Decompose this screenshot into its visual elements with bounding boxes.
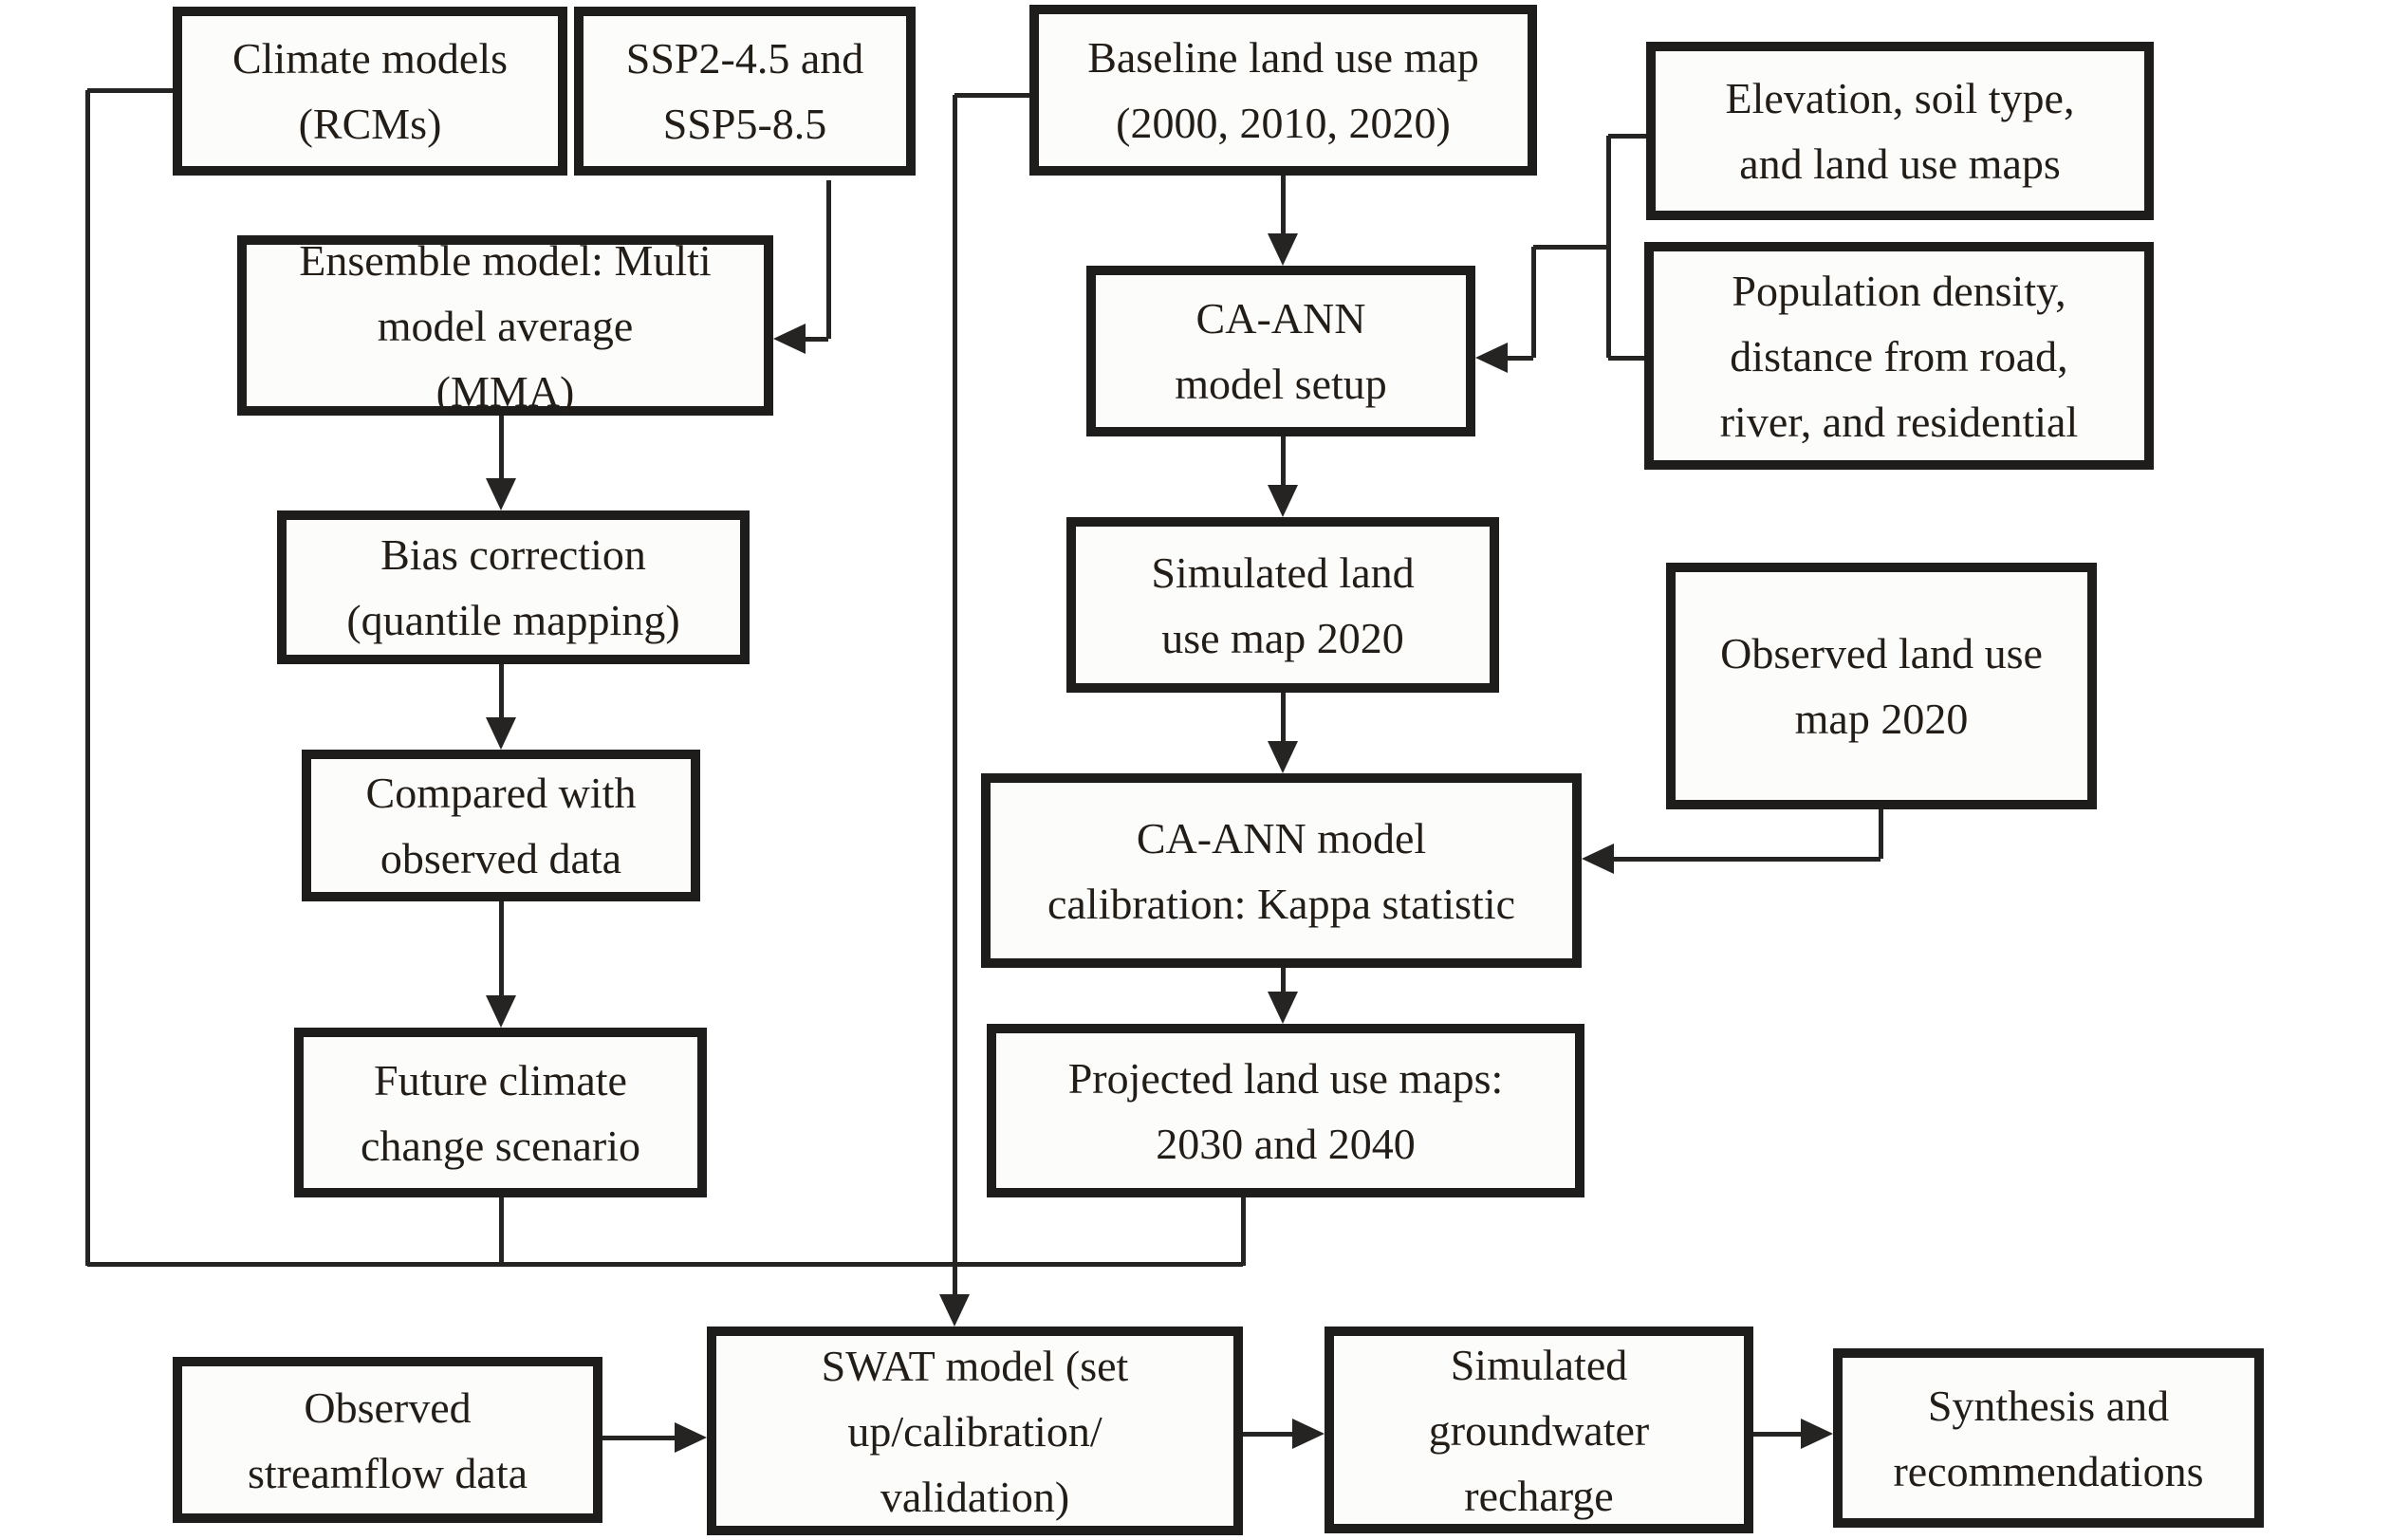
- node-compared-observed: Compared with observed data: [302, 750, 700, 901]
- connector-bracket-jog-down: [1530, 247, 1536, 358]
- node-label-elevation-maps: Elevation, soil type, and land use maps: [1725, 74, 2075, 188]
- connector-stream-to-swat: [602, 1435, 676, 1440]
- arrowhead-into-future-top: [486, 995, 516, 1028]
- connector-simulated-to-calibration: [1280, 693, 1286, 743]
- node-population-factors: Population density, distance from road, …: [1644, 242, 2154, 470]
- connector-population-stub: [1608, 355, 1644, 361]
- node-caann-setup: CA-ANN model setup: [1086, 266, 1475, 436]
- connector-projected-drop: [1240, 1197, 1246, 1266]
- arrowhead-into-calibration-right: [1582, 844, 1614, 874]
- node-simulated-landuse: Simulated land use map 2020: [1066, 517, 1499, 693]
- connector-recharge-to-synthesis: [1753, 1431, 1803, 1437]
- node-label-projected-landuse: Projected land use maps: 2030 and 2040: [1067, 1053, 1504, 1168]
- connector-observed-landuse-drop: [1878, 809, 1883, 859]
- connector-climate-stub: [87, 87, 173, 93]
- node-label-simulated-landuse: Simulated land use map 2020: [1151, 547, 1415, 662]
- node-label-swat-model: SWAT model (set up/calibration/ validati…: [821, 1341, 1129, 1521]
- connector-bracket-jog-top: [1533, 244, 1608, 250]
- node-label-observed-streamflow: Observed streamflow data: [247, 1382, 528, 1497]
- connector-baseline-stub: [954, 92, 1029, 98]
- connector-calibration-to-projected: [1280, 968, 1286, 993]
- node-observed-landuse: Observed land use map 2020: [1666, 563, 2097, 809]
- node-simulated-recharge: Simulated groundwater recharge: [1325, 1327, 1753, 1533]
- node-observed-streamflow: Observed streamflow data: [173, 1357, 602, 1523]
- connector-baseline-to-setup: [1280, 176, 1286, 235]
- node-projected-landuse: Projected land use maps: 2030 and 2040: [987, 1024, 1584, 1197]
- connector-right-bracket: [1605, 136, 1611, 358]
- node-label-climate-models: Climate models (RCMs): [232, 34, 508, 148]
- arrowhead-into-swat-top: [939, 1294, 970, 1327]
- connector-ensemble-to-bias: [498, 416, 504, 480]
- arrowhead-into-simulated-top: [1268, 485, 1298, 517]
- node-baseline-landuse: Baseline land use map (2000, 2010, 2020): [1029, 5, 1537, 176]
- connector-ssp-elbow: [802, 336, 828, 342]
- node-ensemble-model: Ensemble model: Multi model average (MMA…: [237, 235, 773, 416]
- node-climate-models: Climate models (RCMs): [173, 7, 567, 176]
- arrowhead-into-ensemble-right: [773, 324, 806, 354]
- node-future-climate: Future climate change scenario: [294, 1028, 707, 1197]
- node-swat-model: SWAT model (set up/calibration/ validati…: [707, 1327, 1243, 1535]
- connector-setup-arrow-stem: [1506, 355, 1533, 361]
- connector-future-to-collector: [498, 1197, 504, 1266]
- connector-swat-to-recharge: [1243, 1431, 1294, 1437]
- arrowhead-into-recharge-left: [1292, 1419, 1325, 1449]
- node-label-baseline-landuse: Baseline land use map (2000, 2010, 2020): [1087, 33, 1479, 147]
- node-label-simulated-recharge: Simulated groundwater recharge: [1428, 1340, 1650, 1520]
- node-ssp-scenarios: SSP2-4.5 and SSP5-8.5: [574, 7, 916, 176]
- node-synthesis: Synthesis and recommendations: [1833, 1348, 2264, 1528]
- node-label-caann-setup: CA-ANN model setup: [1175, 294, 1387, 408]
- arrowhead-into-swat-left: [675, 1422, 707, 1453]
- connector-bias-to-compared: [498, 664, 504, 719]
- node-label-compared-observed: Compared with observed data: [365, 769, 637, 882]
- node-label-observed-landuse: Observed land use map 2020: [1720, 629, 2043, 743]
- arrowhead-into-setup-right: [1475, 343, 1508, 373]
- node-label-future-climate: Future climate change scenario: [360, 1055, 640, 1170]
- node-label-caann-calibration: CA-ANN model calibration: Kappa statisti…: [1047, 813, 1516, 928]
- connector-left-rail: [84, 90, 90, 1266]
- node-label-synthesis: Synthesis and recommendations: [1893, 1381, 2204, 1495]
- connector-observed-landuse-run: [1612, 856, 1881, 862]
- connector-compared-to-future: [498, 901, 504, 997]
- node-bias-correction: Bias correction (quantile mapping): [277, 510, 750, 664]
- arrowhead-into-setup-top: [1268, 233, 1298, 266]
- node-label-ssp-scenarios: SSP2-4.5 and SSP5-8.5: [625, 34, 864, 148]
- node-label-ensemble-model: Ensemble model: Multi model average (MMA…: [299, 235, 712, 416]
- connector-ssp-drop: [825, 180, 831, 339]
- connector-collector: [87, 1261, 1243, 1267]
- connector-middle-rail: [952, 95, 957, 1296]
- connector-elevation-stub: [1608, 133, 1646, 139]
- arrowhead-into-compared-top: [486, 717, 516, 750]
- node-label-bias-correction: Bias correction (quantile mapping): [346, 530, 680, 644]
- arrowhead-into-bias-top: [486, 478, 516, 510]
- node-label-population-factors: Population density, distance from road, …: [1719, 266, 2079, 446]
- arrowhead-into-calibration-top: [1268, 741, 1298, 773]
- node-caann-calibration: CA-ANN model calibration: Kappa statisti…: [981, 773, 1582, 968]
- arrowhead-into-synthesis-left: [1801, 1419, 1833, 1449]
- connector-setup-to-simulated: [1280, 436, 1286, 487]
- node-elevation-maps: Elevation, soil type, and land use maps: [1646, 42, 2154, 220]
- arrowhead-into-projected-top: [1268, 992, 1298, 1024]
